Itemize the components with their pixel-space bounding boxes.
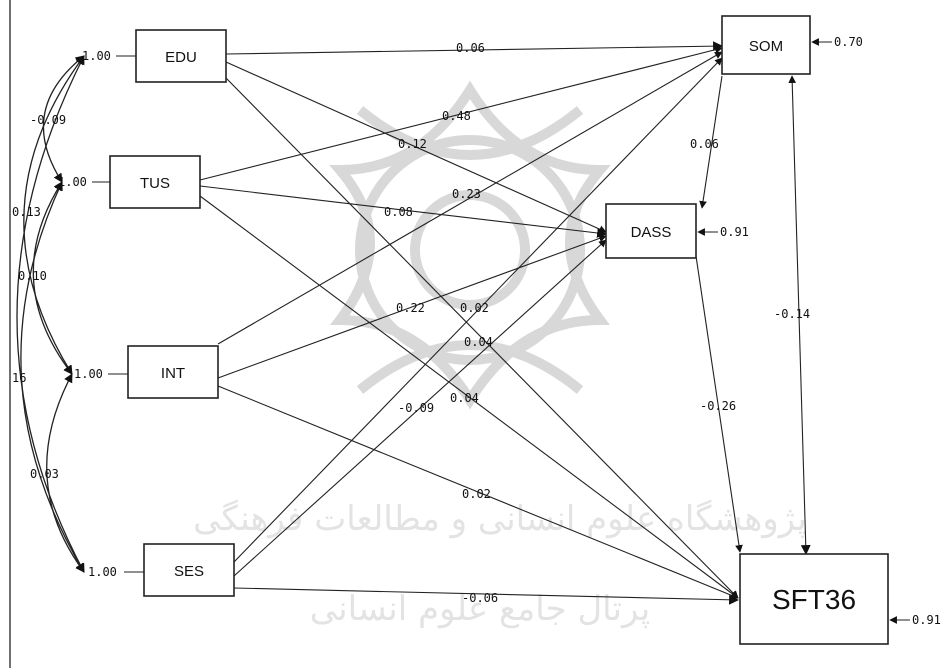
node-sft36-label: SFT36 [772,584,856,615]
node-dass-label: DASS [631,224,672,241]
node-som: SOM [721,15,811,75]
node-edu: EDU [135,29,227,83]
path-coef-tus-dass: 0.08 [384,205,413,219]
correlation-label: 16 [12,371,26,385]
variance-edu: 1.00 [82,49,111,63]
correlation-label: 0.13 [12,205,41,219]
watermark-line-1: پژوهشگاه علوم انسانی و مطالعات فرهنگی [193,499,807,539]
correlation-label: 0.10 [18,269,47,283]
watermark-emblem: پژوهشگاه علوم انسانی و مطالعات فرهنگی پر… [193,80,807,629]
path-coef-edu-sft36: -0.09 [398,401,434,415]
node-tus: TUS [109,155,201,209]
path-coef-tus-sft36: 0.04 [450,391,479,405]
node-som-label: SOM [749,38,783,55]
node-sft36: SFT36 [739,553,889,645]
node-int: INT [127,345,219,399]
covariance-curves [16,55,85,573]
path-coef-int-som: 0.23 [452,187,481,201]
node-ses: SES [143,543,235,597]
path-coef-som-sft36: -0.14 [774,307,810,321]
path-coef-ses-sft36: -0.06 [462,591,498,605]
correlation-label: -0.09 [30,113,66,127]
correlation-label: 0.03 [30,467,59,481]
variance-ses: 1.00 [88,565,117,579]
error-arrows [697,38,910,624]
node-ses-label: SES [174,563,204,580]
path-coef-edu-dass: 0.12 [398,137,427,151]
error-dass: 0.91 [720,225,749,239]
path-coef-edu-som: 0.06 [456,41,485,55]
node-int-label: INT [161,365,185,382]
path-coef-int-dass: 0.22 [396,301,425,315]
path-coef-int-sft36: 0.02 [462,487,491,501]
path-coef-dass-sft36: -0.26 [700,399,736,413]
path-coef-som-dass: 0.06 [690,137,719,151]
variance-tus: 1.00 [58,175,87,189]
variance-int: 1.00 [74,367,103,381]
error-sft36: 0.91 [912,613,941,627]
error-som: 0.70 [834,35,863,49]
variance-stubs [92,55,144,573]
path-coef-tus-som: 0.48 [442,109,471,123]
path-coef-ses-som: 0.02 [460,301,489,315]
path-coef-ses-dass: 0.04 [464,335,493,349]
watermark-line-2: پرتال جامع علوم انسانی [310,589,650,629]
node-dass: DASS [605,203,697,259]
node-tus-label: TUS [140,175,170,192]
path-arrows [199,41,811,605]
node-edu-label: EDU [165,49,197,66]
